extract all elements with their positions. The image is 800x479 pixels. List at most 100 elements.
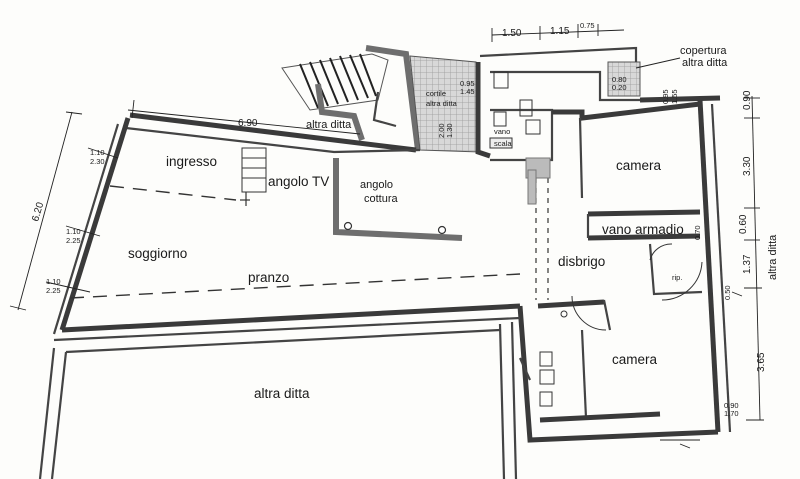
wall-left (59, 117, 131, 331)
altra-ditta-inner-top (65, 328, 501, 354)
label-altra-ditta-bottom: altra ditta (254, 386, 310, 401)
label-camera-top: camera (616, 158, 662, 173)
dim-left-2-25-b: 2.25 (46, 286, 61, 295)
dim-cortile-1-30: 1.30 (445, 123, 454, 138)
rip-room-walls (648, 243, 703, 296)
label-cottura: cottura (364, 193, 399, 205)
copertura-leader (635, 57, 681, 69)
camera-door-swing (571, 295, 607, 331)
label-angolo: angolo (360, 179, 393, 191)
dim-left-2-25-a: 2.25 (66, 236, 81, 245)
bath-upper-block (490, 108, 554, 162)
stair-wall-left (315, 83, 365, 141)
label-angolo-tv: angolo TV (268, 174, 329, 189)
rip-door-swing (649, 243, 673, 261)
label-copertura: copertura (680, 45, 727, 57)
label-vano: vano (494, 127, 510, 136)
dim-1-15: 1.15 (550, 26, 570, 37)
copertura-area (607, 61, 641, 97)
label-ingresso: ingresso (166, 154, 217, 169)
label-altra-ditta-top: altra ditta (306, 119, 352, 131)
dim-small-0-70: 0.70 (693, 225, 702, 240)
lower-bath-door (518, 357, 532, 381)
lower-sink (539, 391, 553, 407)
wall-top-service (479, 46, 638, 62)
stair-landing (372, 91, 397, 128)
dim-left-1-10-b: 1.10 (66, 227, 81, 236)
dim-cop-0-20: 0.20 (612, 83, 627, 92)
toilet-top (519, 99, 533, 117)
label-disbrigo: disbrigo (558, 254, 605, 269)
altra-ditta-top-line (53, 316, 521, 342)
wall-right-outer (710, 103, 732, 433)
camera-left-wall (578, 117, 584, 199)
wall-cortile-right (475, 62, 491, 159)
lower-shower-marker (560, 310, 568, 318)
label-copertura-ditta: altra ditta (682, 57, 728, 69)
dim-left-1-10-c: 1.10 (46, 277, 61, 286)
altra-ditta-right-line (510, 321, 518, 479)
top-dim-line (491, 29, 625, 36)
dim-bath-0-90: 0.90 (724, 401, 739, 410)
camera-top-wall (552, 101, 701, 121)
dim-6-90-line (127, 109, 361, 135)
dim-1-50: 1.50 (502, 28, 522, 39)
altra-ditta-left-inner (50, 351, 68, 479)
stair-hatching (281, 53, 389, 111)
grey-pillar (527, 169, 537, 205)
bottom-tick-b (679, 443, 691, 449)
label-soggiorno: soggiorno (128, 246, 187, 261)
pranzo-divider (69, 273, 521, 299)
dim-right-1-37: 1.37 (742, 254, 753, 274)
label-rip: rip. (672, 273, 682, 282)
wall-top-right (639, 95, 721, 103)
entrance-steps (241, 147, 267, 193)
lower-toilet (539, 369, 555, 385)
altra-ditta-right-inner (498, 323, 506, 479)
disbrigo-door-swing (661, 261, 703, 301)
wall-living-bottom (61, 303, 521, 333)
dim-0-75: 0.75 (580, 21, 595, 30)
kitchen-marker-b (437, 225, 447, 235)
wall-top-inner (125, 126, 421, 154)
lower-bath-bottom (539, 411, 661, 423)
lower-bath-right (580, 329, 588, 419)
lower-bath-top (537, 299, 605, 309)
dim-left-1-10-a: 1.10 (90, 148, 105, 157)
label-vano-armadio: vano armadio (602, 222, 684, 237)
lower-bath-door-jamb (602, 299, 612, 331)
label-cortile-ditta: altra ditta (426, 99, 458, 108)
sink-top (493, 71, 509, 89)
dim-6-90: 6.90 (238, 118, 258, 129)
dim-right-3-30: 3.30 (742, 156, 753, 176)
lower-bidet (539, 351, 553, 367)
dim-6-20-line (17, 111, 73, 311)
dim-r-0-95: 0.95 (661, 89, 670, 104)
kitchen-partition (333, 158, 463, 241)
dim-right-0-60: 0.60 (738, 214, 749, 234)
dim-cortile-1-45: 1.45 (460, 87, 475, 96)
wall-bottom-right (517, 305, 719, 443)
vano-armadio-top (587, 209, 701, 217)
wall-left-outer (52, 123, 120, 335)
label-pranzo: pranzo (248, 270, 289, 285)
wall-service-inner (490, 70, 640, 102)
dim-6-20-tick-top (65, 111, 83, 115)
dim-cortile-0-95: 0.95 (460, 79, 475, 88)
right-dim-line (751, 95, 761, 421)
ingresso-divider (109, 185, 237, 201)
bidet-top (493, 111, 507, 127)
stair-wall-right (365, 45, 421, 151)
cabinet-top (489, 137, 513, 149)
dim-left-2-30: 2.30 (90, 157, 105, 166)
dim-bath-1-70: 1.70 (724, 409, 739, 418)
wall-top-left (129, 112, 417, 153)
dim-cortile-2-00: 2.00 (437, 123, 446, 138)
label-altra-ditta-right: altra ditta (767, 234, 779, 280)
label-scala: scala (494, 139, 512, 148)
dim-6-90-tick (131, 99, 135, 119)
dim-r-1-55: 1.55 (670, 89, 679, 104)
dim-right-0-90: 0.90 (742, 90, 753, 110)
right-dim-small (731, 291, 743, 297)
